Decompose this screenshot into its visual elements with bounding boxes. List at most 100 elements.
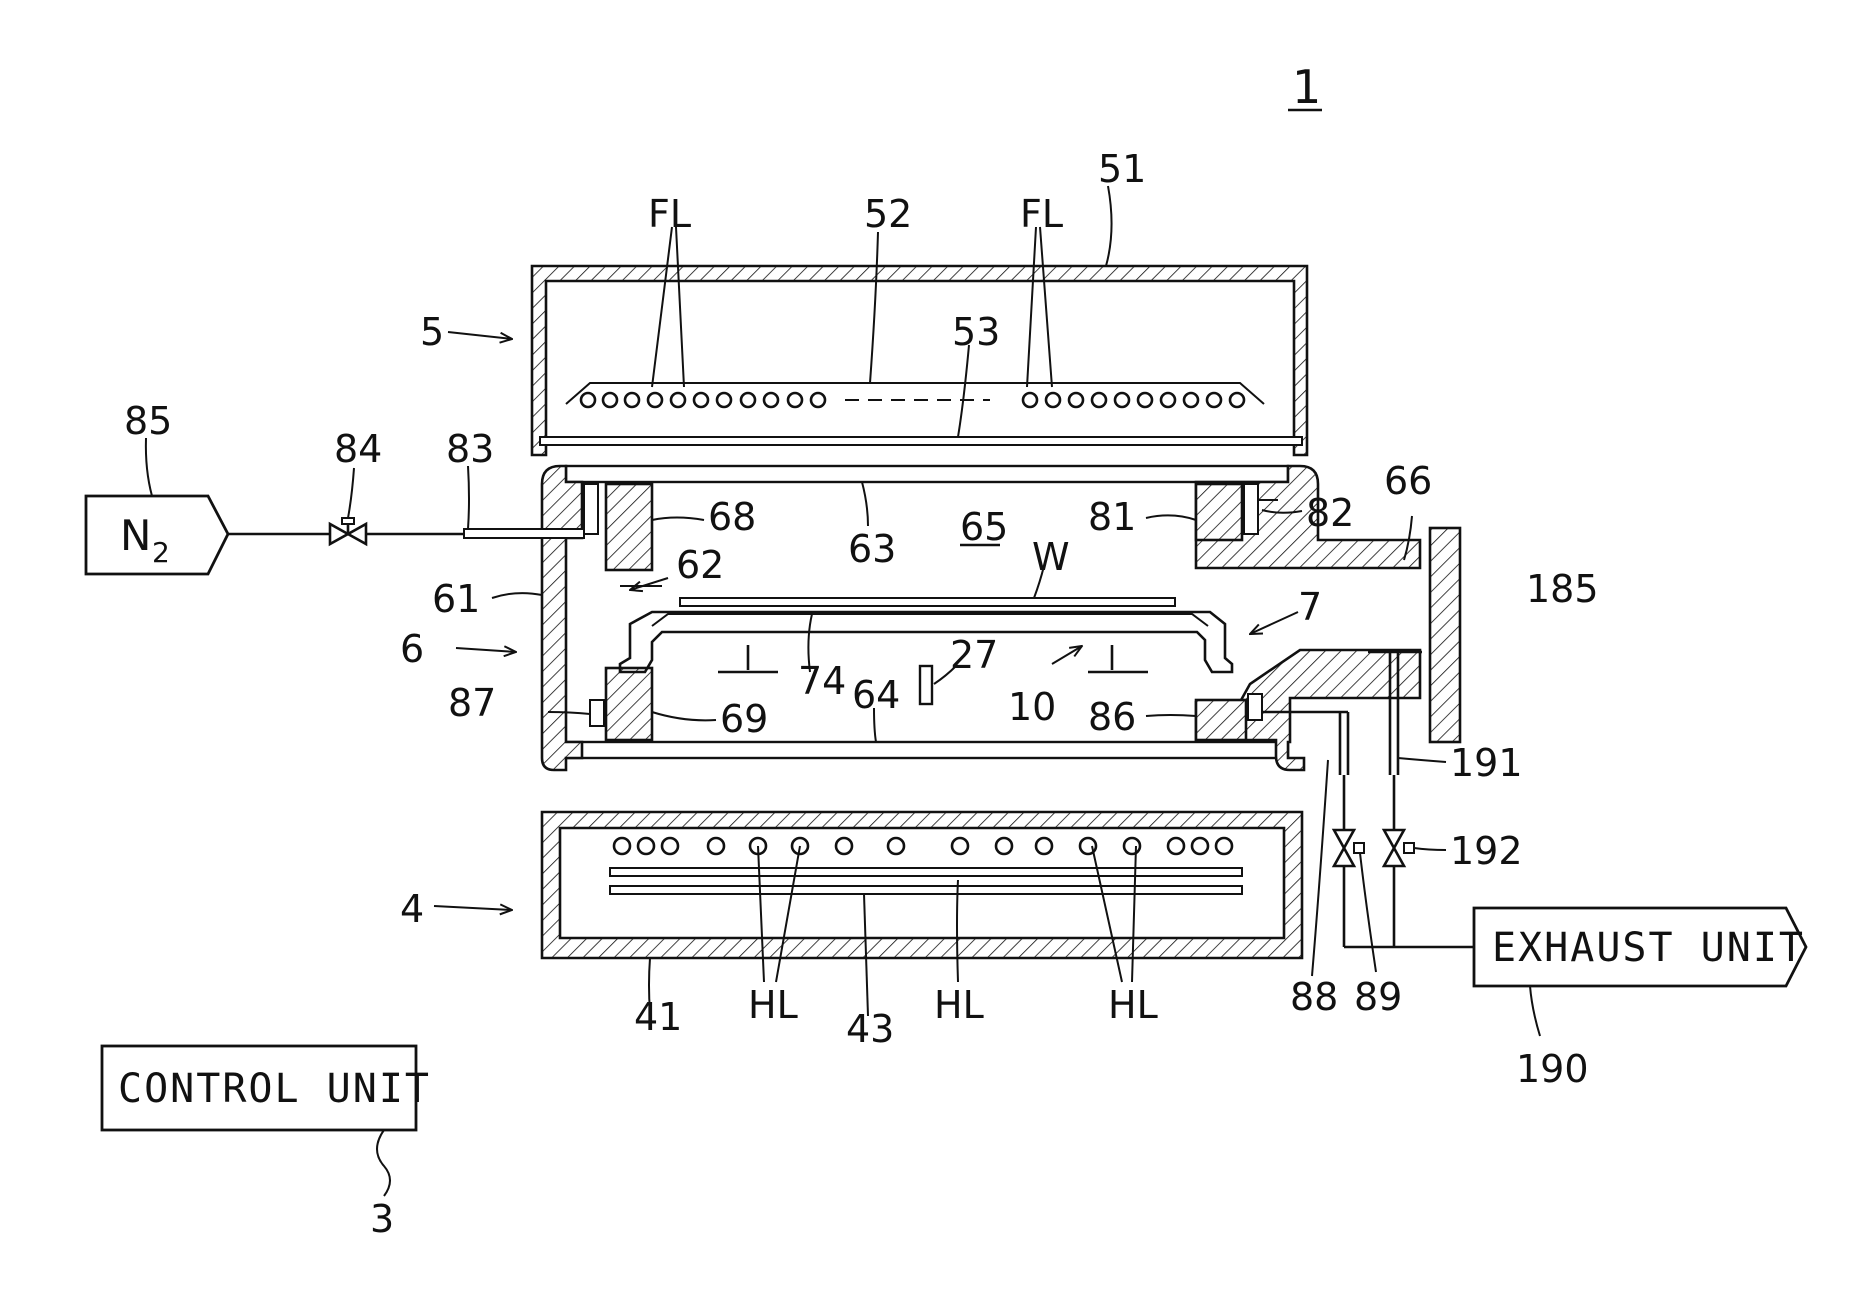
control-unit: CONTROL UNIT xyxy=(102,1046,431,1196)
leader-fl-right xyxy=(1027,227,1052,387)
label-88: 88 xyxy=(1290,975,1338,1019)
chamber-side-wall-61 xyxy=(542,466,582,770)
leader-83 xyxy=(468,466,469,529)
label-192: 192 xyxy=(1450,829,1523,873)
shielding-plate-43-lower xyxy=(610,886,1242,894)
label-41: 41 xyxy=(634,995,682,1039)
flash-lamp-fl xyxy=(1023,393,1037,407)
label-fl-left: FL xyxy=(648,192,691,236)
halogen-lamp-hl xyxy=(952,838,968,854)
halogen-lamp-hl xyxy=(638,838,654,854)
halogen-lamp-hl xyxy=(1124,838,1140,854)
valve-192 xyxy=(1384,830,1404,866)
arrow-10 xyxy=(1052,646,1082,664)
halogen-lamp-hl xyxy=(1036,838,1052,854)
label-hl-right: HL xyxy=(1108,983,1158,1027)
gas-supply-port-81 xyxy=(1244,484,1258,534)
halogen-lamp-hl xyxy=(996,838,1012,854)
valve-89-actuator xyxy=(1354,843,1364,853)
holding-part xyxy=(620,598,1232,704)
control-unit-label: CONTROL UNIT xyxy=(118,1066,431,1112)
flash-lamps-row xyxy=(581,393,1244,407)
label-7: 7 xyxy=(1298,585,1322,629)
flash-lamp-fl xyxy=(671,393,685,407)
flash-lamp-fl xyxy=(788,393,802,407)
flash-lamp-fl xyxy=(1046,393,1060,407)
light-transmitting-plate-53 xyxy=(540,437,1302,445)
label-64: 64 xyxy=(852,673,900,717)
flash-lamp-fl xyxy=(581,393,595,407)
reflective-ring-86 xyxy=(1196,700,1246,740)
leader-63 xyxy=(862,482,868,526)
leader-3 xyxy=(377,1130,390,1196)
flash-lamp-fl xyxy=(1184,393,1198,407)
leader-53 xyxy=(958,345,969,437)
label-hl-left: HL xyxy=(748,983,798,1027)
flash-lamp-fl xyxy=(1161,393,1175,407)
gas-supply-system: N 2 xyxy=(86,496,584,574)
halogen-lamp-hl xyxy=(1216,838,1232,854)
valve-84-actuator xyxy=(342,518,354,524)
gas-source-label: N xyxy=(120,511,151,560)
halogen-lamp-hl xyxy=(708,838,724,854)
label-74: 74 xyxy=(798,659,846,703)
flash-lamp-fl xyxy=(1207,393,1221,407)
label-68: 68 xyxy=(708,495,756,539)
halogen-lamp-hl xyxy=(614,838,630,854)
label-69: 69 xyxy=(720,697,768,741)
leader-51 xyxy=(1106,186,1112,266)
susceptor-74 xyxy=(652,614,1208,626)
valve-192-actuator xyxy=(1404,843,1414,853)
flash-lamp-fl xyxy=(694,393,708,407)
halogen-lamp-hl xyxy=(662,838,678,854)
label-66: 66 xyxy=(1384,459,1432,503)
label-87: 87 xyxy=(448,681,496,725)
leader-fl-left xyxy=(652,227,684,387)
flash-lamp-fl xyxy=(625,393,639,407)
halogen-lamp-hl xyxy=(1168,838,1184,854)
leader-81 xyxy=(1146,515,1196,520)
label-82: 82 xyxy=(1306,491,1354,535)
leader-191 xyxy=(1398,758,1446,762)
flash-lamp-fl xyxy=(1230,393,1244,407)
radiation-thermometer-27 xyxy=(920,666,932,704)
flash-lamp-fl xyxy=(1092,393,1106,407)
leader-61 xyxy=(492,593,542,598)
arrow-7 xyxy=(1250,612,1298,634)
flash-lamp-fl xyxy=(648,393,662,407)
label-83: 83 xyxy=(446,427,494,471)
reflective-ring-right-upper xyxy=(1196,484,1242,540)
lower-chamber-window-64 xyxy=(566,742,1288,758)
exhaust-unit-label: EXHAUST UNIT xyxy=(1492,925,1805,971)
arrow-4 xyxy=(434,906,512,910)
label-191: 191 xyxy=(1450,741,1523,785)
reflective-ring-69 xyxy=(606,668,652,740)
leader-89 xyxy=(1360,853,1376,972)
gate-valve-185 xyxy=(1430,528,1460,742)
leader-hl-middle xyxy=(957,880,958,982)
label-62: 62 xyxy=(676,543,724,587)
arrow-6 xyxy=(456,648,516,652)
label-6: 6 xyxy=(400,627,424,671)
arrow-5 xyxy=(448,332,512,339)
leader-85 xyxy=(146,438,152,496)
flash-lamp-fl xyxy=(1115,393,1129,407)
shielding-plate-43-upper xyxy=(610,868,1242,876)
leader-86 xyxy=(1146,715,1196,716)
flash-lamp-fl xyxy=(1138,393,1152,407)
upper-chamber-window-63 xyxy=(566,466,1288,482)
flash-lamp-house xyxy=(532,266,1307,455)
label-65: 65 xyxy=(960,505,1008,549)
leader-190 xyxy=(1530,986,1540,1036)
arrow-62 xyxy=(630,578,668,590)
halogen-lamps-row xyxy=(614,838,1232,854)
gas-supply-port-81-left xyxy=(584,484,598,534)
gas-source-label-subscript: 2 xyxy=(152,536,170,569)
label-27: 27 xyxy=(950,633,998,677)
label-63: 63 xyxy=(848,527,896,571)
gas-supply-pipe-83 xyxy=(464,529,584,538)
flash-lamp-fl xyxy=(811,393,825,407)
leader-hl-right xyxy=(1092,846,1136,982)
label-51: 51 xyxy=(1098,147,1146,191)
